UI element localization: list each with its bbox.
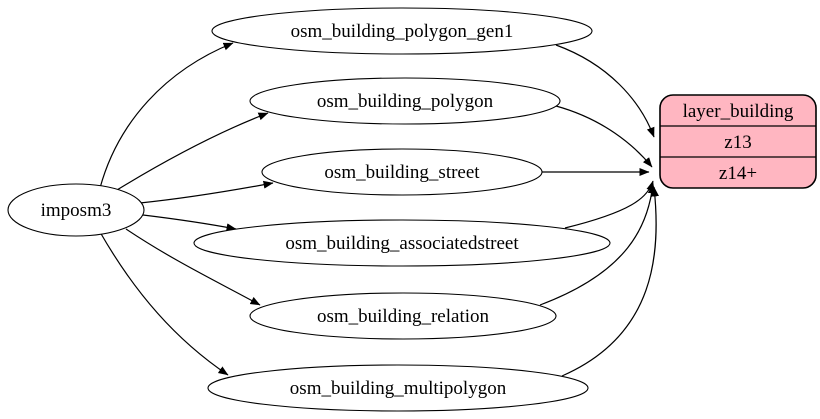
node-ellipse-osm-building-relation <box>249 292 557 340</box>
edge-imposm3-to-osm-building-associatedstreet <box>142 214 237 232</box>
node-osm-building-polygon-gen1: osm_building_polygon_gen1 <box>211 7 593 55</box>
edges-imposm3 <box>99 42 274 376</box>
edge-osm-building-associatedstreet-to-z14 <box>564 180 655 229</box>
edge-osm-building-multipolygon-to-z14 <box>561 186 659 377</box>
node-imposm3: imposm3 <box>7 183 145 237</box>
node-osm-building-polygon: osm_building_polygon <box>249 77 561 125</box>
edge-osm-building-polygon-to-z14 <box>555 105 653 168</box>
node-label-osm-building-multipolygon: osm_building_multipolygon <box>290 378 507 399</box>
node-label-osm-building-polygon: osm_building_polygon <box>317 91 494 112</box>
node-label-osm-building-polygon-gen1: osm_building_polygon_gen1 <box>291 21 514 42</box>
node-osm-building-multipolygon: osm_building_multipolygon <box>207 364 589 412</box>
edge-imposm3-to-osm-building-relation <box>125 228 261 306</box>
edge-imposm3-to-osm-building-street <box>139 180 274 204</box>
node-layer-building: layer_building z13 z14+ <box>659 94 817 189</box>
node-ellipse-osm-building-street <box>261 148 543 196</box>
node-label-imposm3: imposm3 <box>41 200 112 221</box>
node-osm-building-street: osm_building_street <box>261 148 543 196</box>
edge-osm-building-relation-to-z14 <box>539 183 656 306</box>
node-osm-building-associatedstreet: osm_building_associatedstreet <box>193 219 611 267</box>
node-ellipse-osm-building-polygon-gen1 <box>211 7 593 55</box>
node-label-osm-building-relation: osm_building_relation <box>317 306 490 327</box>
node-ellipse-osm-building-polygon <box>249 77 561 125</box>
layer-building-row-z14: z14+ <box>719 163 757 184</box>
layer-building-box <box>659 94 817 189</box>
edge-osm-building-polygon-gen1-to-z13 <box>555 44 655 138</box>
node-label-osm-building-associatedstreet: osm_building_associatedstreet <box>285 233 519 254</box>
edges-layer <box>539 44 659 377</box>
edge-imposm3-to-osm-building-multipolygon <box>99 231 229 376</box>
node-ellipse-osm-building-associatedstreet <box>193 219 611 267</box>
edge-imposm3-to-osm-building-polygon-gen1 <box>99 42 234 189</box>
node-osm-building-relation: osm_building_relation <box>249 292 557 340</box>
node-ellipse-imposm3 <box>7 183 145 237</box>
layer-building-title: layer_building <box>683 101 794 122</box>
node-label-osm-building-street: osm_building_street <box>324 162 480 183</box>
node-ellipse-osm-building-multipolygon <box>207 364 589 412</box>
edge-imposm3-to-osm-building-polygon <box>111 112 269 194</box>
layer-building-row-z13: z13 <box>724 132 751 153</box>
